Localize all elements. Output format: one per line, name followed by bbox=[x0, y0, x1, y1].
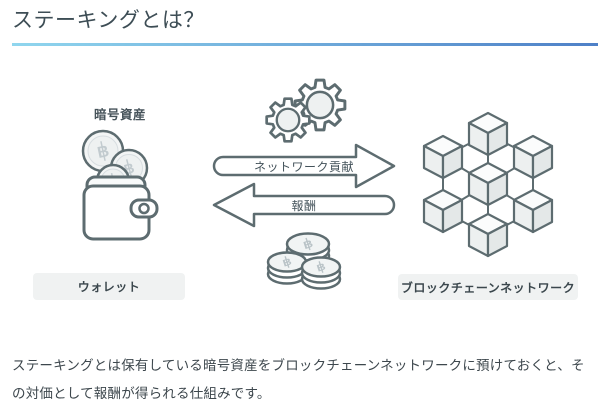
gears-icon bbox=[265, 78, 347, 143]
gear-small-icon bbox=[265, 97, 311, 143]
wallet-label-box: ウォレット bbox=[33, 273, 185, 300]
bitcoin-coin-icon: B bbox=[81, 129, 125, 173]
network-label: ブロックチェーンネットワーク bbox=[400, 280, 576, 295]
block-cube bbox=[422, 188, 464, 234]
wallet-label: ウォレット bbox=[77, 280, 141, 294]
coin-stack-icon: B bbox=[300, 256, 342, 290]
block-cube bbox=[512, 134, 554, 180]
coin-stacks-icon: B B B bbox=[266, 232, 342, 290]
bitcoin-symbol: B bbox=[282, 256, 294, 269]
page-title: ステーキングとは？ bbox=[12, 9, 205, 32]
bitcoin-symbol: B bbox=[96, 143, 111, 162]
block-cube bbox=[512, 188, 554, 234]
network-label-box: ブロックチェーンネットワーク bbox=[398, 274, 578, 300]
crypto-asset-label: 暗号資産 bbox=[93, 108, 146, 122]
block-cube bbox=[467, 111, 509, 157]
wallet-icon bbox=[82, 175, 159, 241]
coin-stack-icon: B bbox=[266, 251, 308, 285]
block-cube bbox=[467, 212, 509, 258]
reward-arrow-left bbox=[212, 182, 396, 228]
block-cube bbox=[467, 161, 509, 207]
description-text: ステーキングとは保有している暗号資産をブロックチェーンネットワークに預けておくと… bbox=[12, 358, 585, 401]
bitcoin-symbol: B bbox=[302, 238, 314, 252]
title-underline bbox=[12, 43, 598, 46]
wallet-with-coins-icon: B B B bbox=[81, 129, 159, 241]
reward-arrow-label: 報酬 bbox=[291, 198, 317, 213]
block-cube bbox=[422, 134, 464, 180]
blockchain-cubes-icon bbox=[422, 111, 554, 258]
bitcoin-symbol: B bbox=[316, 261, 328, 274]
contribution-arrow-label: ネットワーク貢献 bbox=[253, 159, 354, 174]
contribution-arrow-right bbox=[212, 143, 396, 189]
